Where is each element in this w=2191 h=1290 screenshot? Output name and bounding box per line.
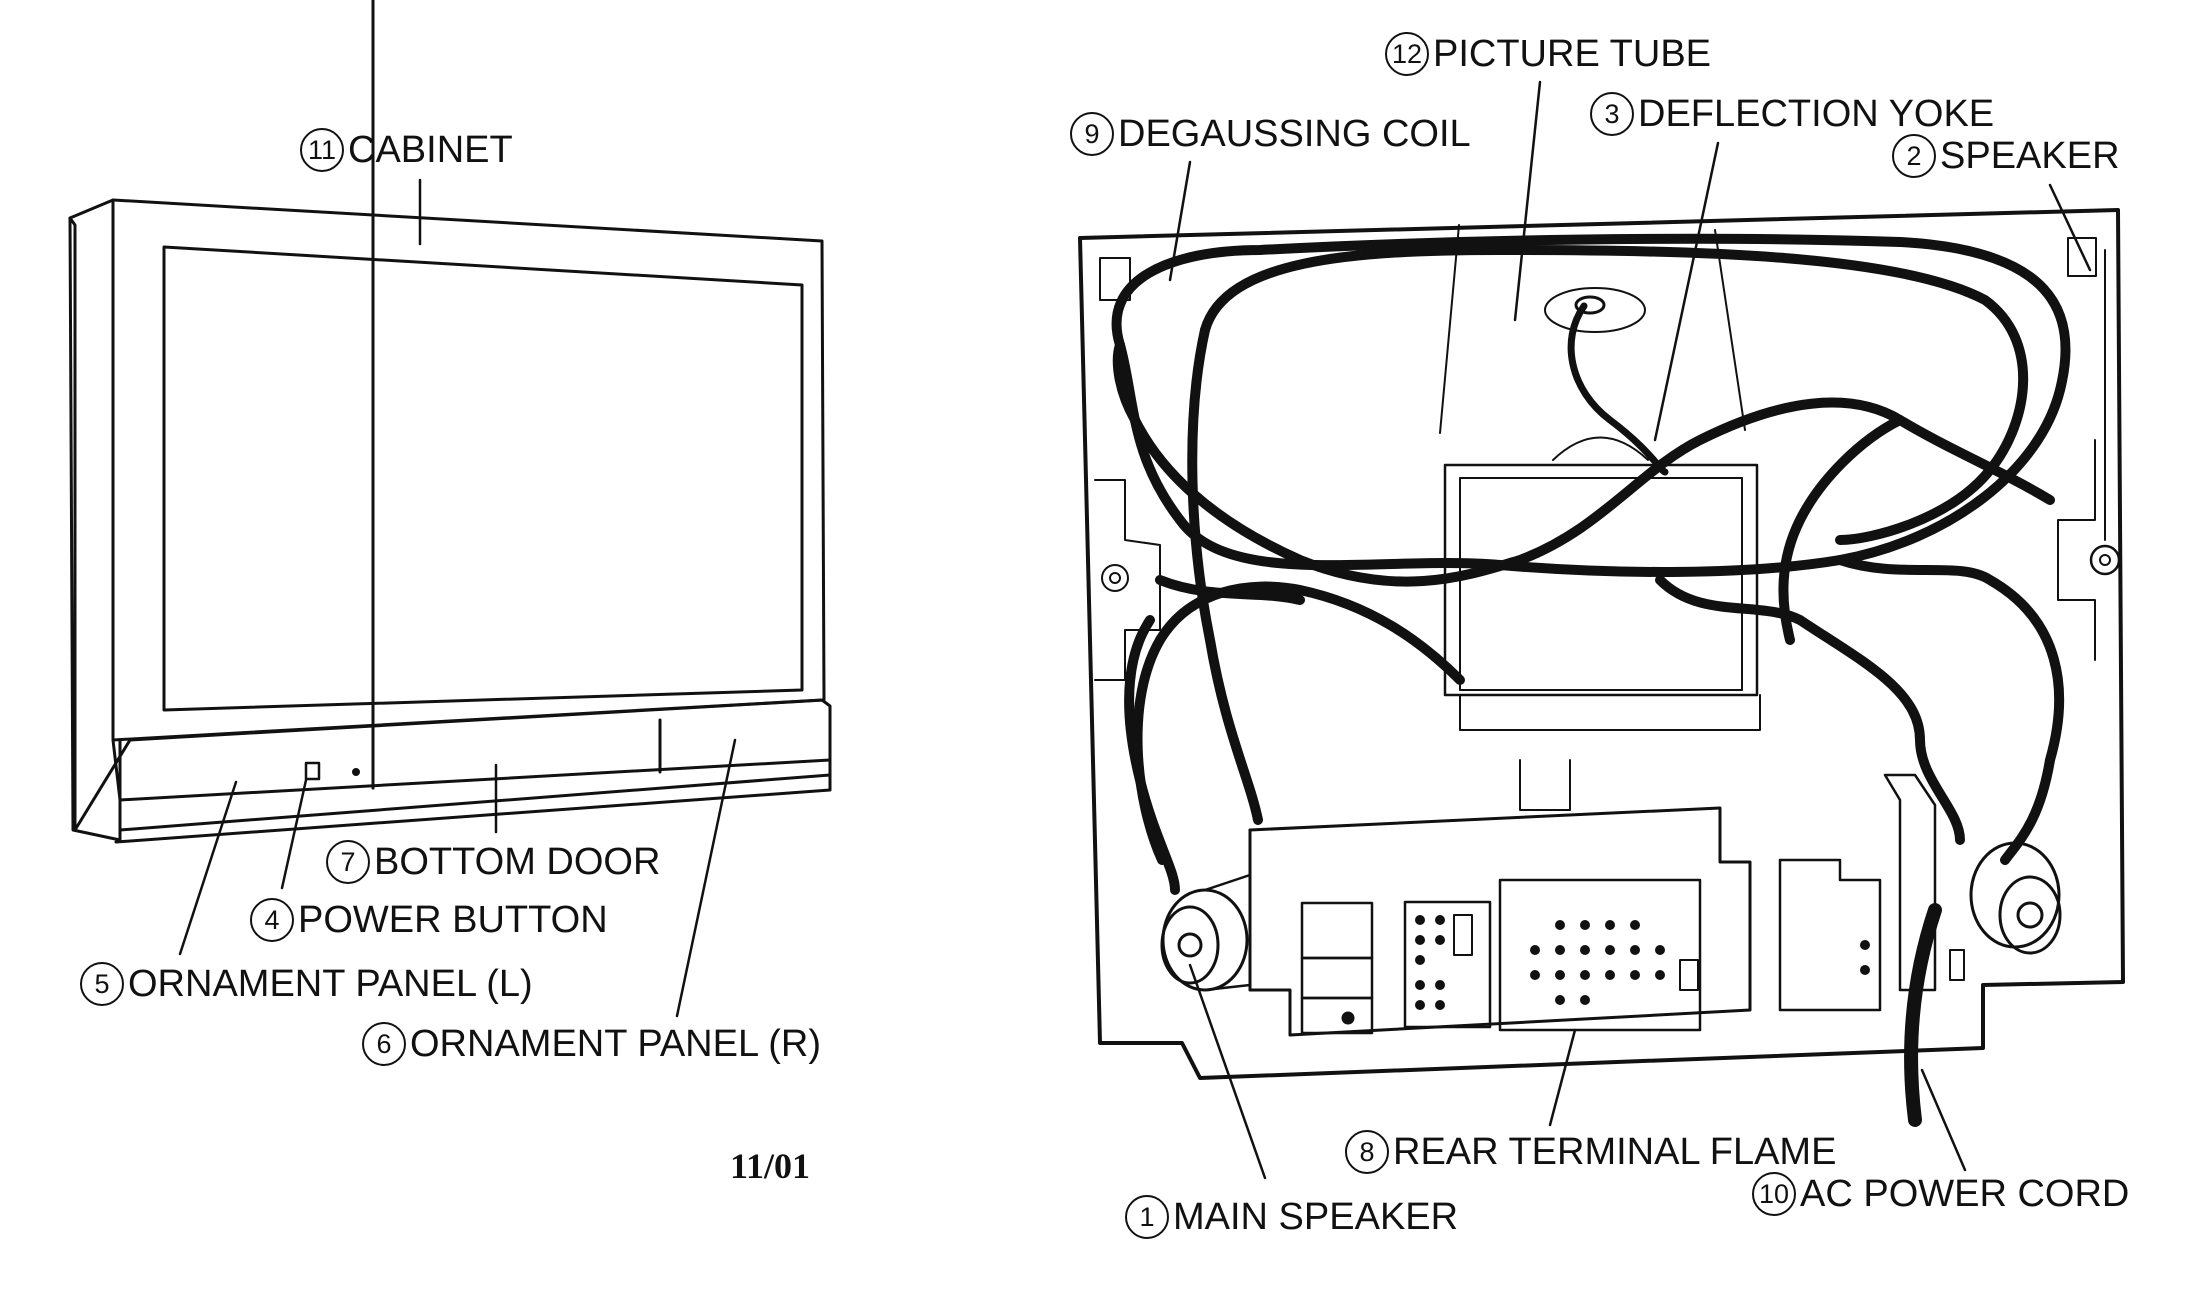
left-bracket — [1094, 479, 1161, 681]
leader-power — [280, 778, 308, 890]
label-text: BOTTOM DOOR — [374, 841, 661, 883]
terminal-jacks-1 — [1403, 900, 1492, 1029]
yoke-lead — [1567, 302, 1669, 476]
label-text: SPEAKER — [1940, 135, 2120, 177]
callout-number: 1 — [1125, 1195, 1169, 1239]
main-speaker-right — [1969, 841, 2062, 955]
label-text: PICTURE TUBE — [1433, 33, 1712, 75]
label-text: MAIN SPEAKER — [1173, 1196, 1459, 1238]
bottom-strip — [111, 698, 832, 802]
power-module — [1778, 858, 1882, 1012]
deflection-board-outer — [1443, 463, 1759, 697]
leader-ornament-l — [178, 780, 238, 956]
right-bracket — [2057, 439, 2096, 661]
degaussing-coil-loops — [1111, 233, 2071, 895]
callout-number: 5 — [80, 962, 124, 1006]
tube-neck — [1544, 287, 1646, 333]
callout-number: 12 — [1385, 32, 1429, 76]
speaker-2-shape — [2089, 544, 2121, 576]
date-code: 11/01 — [730, 1146, 811, 1186]
callout-number: 8 — [1345, 1130, 1389, 1174]
rear-leaders — [1168, 80, 2092, 1180]
label-text: AC POWER CORD — [1800, 1173, 2130, 1215]
label-text: REAR TERMINAL FLAME — [1393, 1131, 1837, 1173]
label-text: DEFLECTION YOKE — [1638, 93, 1995, 135]
terminal-av-1 — [1300, 901, 1374, 960]
callout-number: 9 — [1070, 112, 1114, 156]
label-text: DEGAUSSING COIL — [1118, 113, 1471, 155]
rear-terminal-housing — [1248, 806, 1752, 1037]
ac-power-cord — [1904, 903, 1942, 1127]
leader-ornament-r — [675, 738, 737, 1018]
label-text: ORNAMENT PANEL (L) — [128, 963, 533, 1005]
callout-number: 6 — [362, 1022, 406, 1066]
screen — [162, 245, 804, 712]
label-text: POWER BUTTON — [298, 899, 608, 941]
callout-number: 4 — [250, 898, 294, 942]
tv-rear-view — [1078, 80, 2125, 1180]
terminal-jacks-2 — [1498, 878, 1702, 1032]
callout-number: 3 — [1590, 92, 1634, 136]
terminal-jack-dots — [1415, 915, 1870, 1010]
tv-front-view — [68, 0, 832, 1018]
main-speaker-left — [1160, 873, 1252, 992]
callout-number: 7 — [326, 840, 370, 884]
callout-number: 2 — [1892, 134, 1936, 178]
label-text: CABINET — [348, 129, 513, 171]
callout-number: 11 — [300, 128, 344, 172]
label-text: ORNAMENT PANEL (R) — [410, 1023, 822, 1065]
power-button-shape — [304, 761, 321, 781]
chassis-outline — [1078, 208, 2125, 1080]
callout-number: 10 — [1752, 1172, 1796, 1216]
